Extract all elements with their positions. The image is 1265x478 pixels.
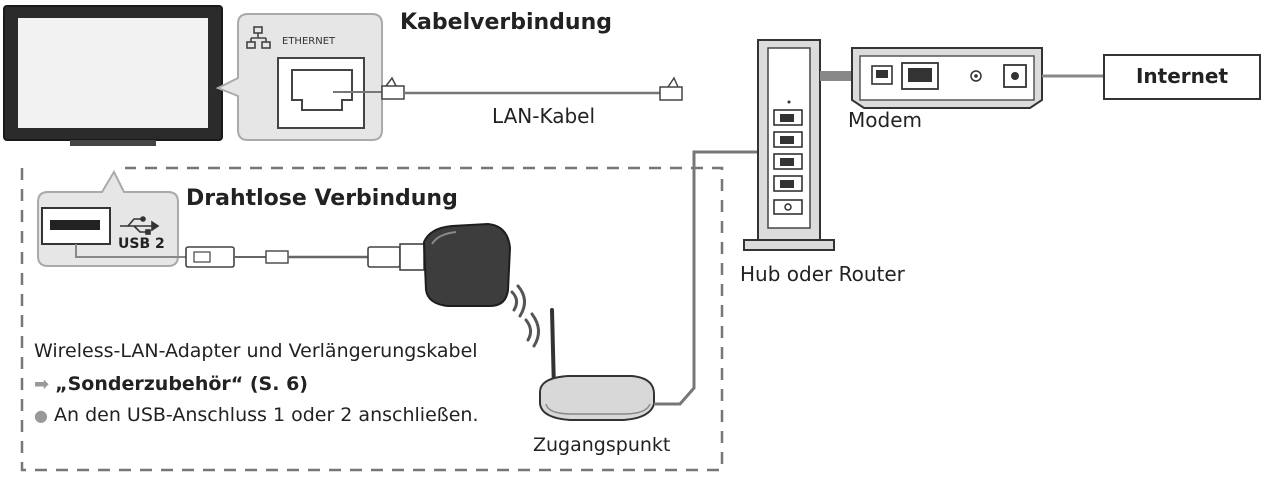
tv-set [3, 5, 223, 146]
usb-port-label: USB 2 [118, 236, 165, 252]
wireless-signal-icon [510, 284, 540, 348]
internet-label: Internet [1135, 64, 1229, 88]
arrow-right-icon: ➡ [34, 374, 50, 395]
ethernet-port-callout [215, 13, 383, 141]
modem-label: Modem [848, 108, 922, 132]
usb-port-callout [37, 169, 179, 267]
lan-cable [333, 76, 683, 101]
accessory-reference-note: ➡ „Sonderzubehör“ (S. 6) [34, 373, 308, 395]
internet-box [1103, 54, 1261, 100]
access-point-label: Zugangspunkt [533, 434, 671, 456]
bullet-dot-icon: ● [34, 406, 48, 425]
adapter-note: Wireless-LAN-Adapter und Verlängerungska… [34, 340, 478, 362]
wireless-lan-adapter [422, 222, 512, 307]
usb-extension-cable [75, 243, 425, 271]
usb-instruction-note: ● An den USB-Anschluss 1 oder 2 anschlie… [34, 404, 479, 426]
lan-cable-label: LAN-Kabel [492, 104, 596, 128]
access-point [539, 308, 655, 421]
hub-router [743, 39, 835, 251]
wireless-section-frame [20, 166, 724, 472]
access-point-cable [654, 150, 758, 406]
network-icon [246, 26, 271, 49]
usb-trident-icon [120, 216, 160, 235]
modem [851, 47, 1043, 109]
wireless-connection-label: Drahtlose Verbindung [186, 186, 458, 211]
cable-connection-label: Kabelverbindung [400, 10, 612, 35]
ethernet-port-label: ETHERNET [282, 36, 336, 47]
hub-router-label: Hub oder Router [740, 262, 905, 286]
